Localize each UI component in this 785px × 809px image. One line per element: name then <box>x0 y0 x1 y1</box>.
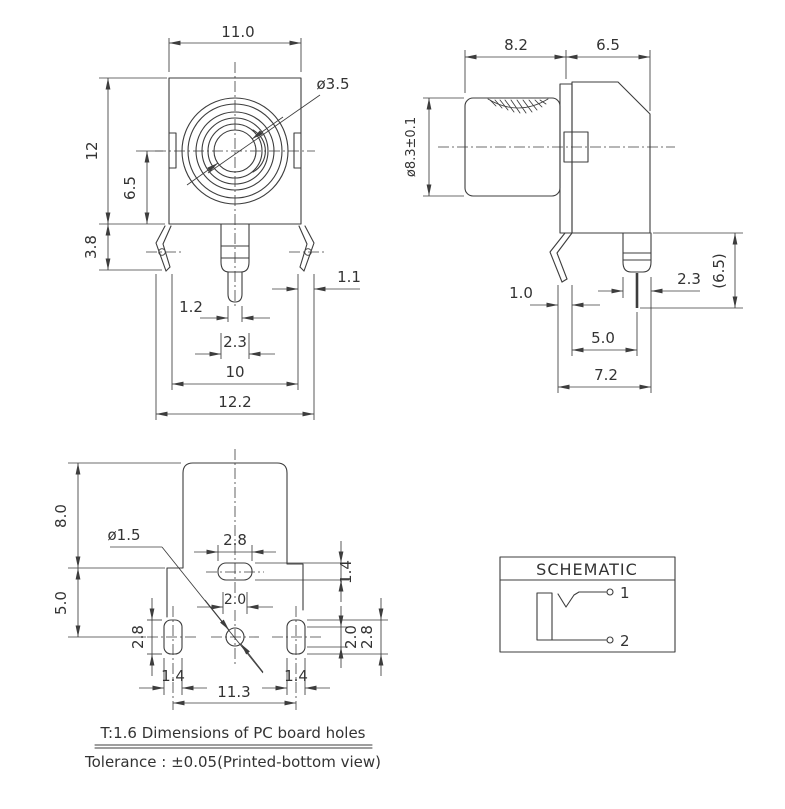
dim-side-lug-width: 1.0 <box>509 284 533 302</box>
dim-bottom-right-hole-height: 2.0 <box>342 625 360 649</box>
side-lock-tab <box>563 131 589 163</box>
dim-side-body-length: 6.5 <box>596 36 620 54</box>
dim-side-depth: 7.2 <box>594 366 618 384</box>
schematic-pin2-label: 2 <box>620 632 630 650</box>
note-line1: T:1.6 Dimensions of PC board holes <box>100 724 366 742</box>
dim-bottom-pitch: 11.3 <box>217 683 250 701</box>
dim-bottom-center-offset: 2.0 <box>224 592 246 608</box>
dim-front-bore-dia: ø3.5 <box>316 75 349 93</box>
bottom-view: 8.0 5.0 ø1.5 2.8 1.4 2.0 2.8 <box>52 449 388 710</box>
dim-side-pin-housing: 2.3 <box>677 270 701 288</box>
front-right-lug <box>289 225 324 272</box>
dim-front-lug-drop: 3.8 <box>82 235 100 259</box>
dim-bottom-pin-row: 5.0 <box>52 591 70 615</box>
dim-bottom-right-slot-width: 1.4 <box>284 667 308 685</box>
dim-front-height: 12 <box>83 141 101 160</box>
dim-front-pin-outer: 2.3 <box>223 333 247 351</box>
front-center-pin <box>220 223 250 303</box>
dim-bottom-body-height: 8.0 <box>52 504 70 528</box>
dim-front-center-offset: 6.5 <box>121 176 139 200</box>
jack-symbol <box>536 588 614 644</box>
dim-front-width-top: 11.0 <box>221 23 254 41</box>
side-lug <box>549 232 573 283</box>
dim-side-pin-drop: (6.5) <box>710 253 728 289</box>
dim-side-barrel-length: 8.2 <box>504 36 528 54</box>
side-center-pin <box>622 232 652 308</box>
side-view: 8.2 6.5 ø8.3±0.1 1.0 2.3 (6.5) 5.0 7.2 <box>404 36 743 393</box>
dim-front-lug-width: 1.1 <box>337 268 361 286</box>
front-view: 11.0 12 3.8 6.5 ø3.5 1.2 1.1 2.3 <box>82 23 361 420</box>
schematic-box: SCHEMATIC 1 2 <box>499 556 676 653</box>
note-line2: Tolerance : ±0.05(Printed-bottom view) <box>84 753 381 771</box>
side-body-outline <box>571 81 651 234</box>
dim-bottom-top-slot-width: 2.8 <box>223 531 247 549</box>
knurl-hatch <box>487 98 549 114</box>
dim-bottom-left-slot-width: 1.4 <box>161 667 185 685</box>
notes: T:1.6 Dimensions of PC board holes Toler… <box>84 724 381 771</box>
dim-bottom-left-slot-height: 2.8 <box>129 625 147 649</box>
dim-bottom-hole-dia: ø1.5 <box>107 526 140 544</box>
dim-front-overall-width: 12.2 <box>218 393 251 411</box>
dim-front-span: 10 <box>225 363 244 381</box>
schematic-pin1-label: 1 <box>620 584 630 602</box>
dim-bottom-top-slot-height: 1.4 <box>337 560 355 584</box>
schematic-frame <box>499 556 676 653</box>
dim-front-pin-inner: 1.2 <box>179 298 203 316</box>
schematic-title: SCHEMATIC <box>536 560 638 579</box>
dim-side-pin-offset: 5.0 <box>591 329 615 347</box>
dim-side-barrel-dia: ø8.3±0.1 <box>404 117 419 177</box>
front-left-lug <box>146 225 181 272</box>
dim-bottom-right-slot-height: 2.8 <box>358 625 376 649</box>
